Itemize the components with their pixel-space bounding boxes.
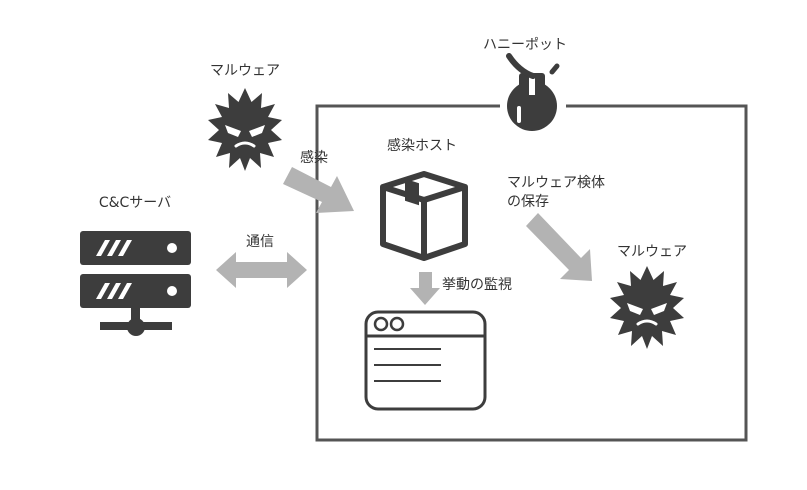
server-rack-icon [80, 231, 191, 336]
cc-server-label: C&Cサーバ [99, 195, 171, 211]
monitoring-arrow [410, 272, 440, 305]
malware-outside-label: マルウェア [210, 63, 280, 79]
malware-virus-icon-inside [608, 264, 686, 351]
behavior-monitoring-label: 挙動の監視 [442, 276, 512, 293]
honeypot-label: ハニーポット [483, 37, 567, 53]
sample-storage-label-line1: マルウェア検体 [507, 175, 605, 191]
browser-window-icon [364, 310, 487, 411]
infected-host-label: 感染ホスト [387, 137, 457, 154]
infection-arrow [283, 167, 354, 213]
malware-virus-icon [206, 86, 284, 173]
sample-storage-label-line2: の保存 [507, 194, 549, 210]
infection-label: 感染 [300, 149, 328, 166]
sample-storage-arrow [526, 213, 592, 281]
communication-label: 通信 [246, 234, 274, 250]
honeypot-boundary-frame [315, 104, 748, 442]
communication-arrow [216, 252, 307, 288]
honeypot-pot-icon [506, 53, 560, 131]
infected-host-box-icon [380, 171, 468, 261]
malware-inside-label: マルウェア [617, 244, 687, 260]
